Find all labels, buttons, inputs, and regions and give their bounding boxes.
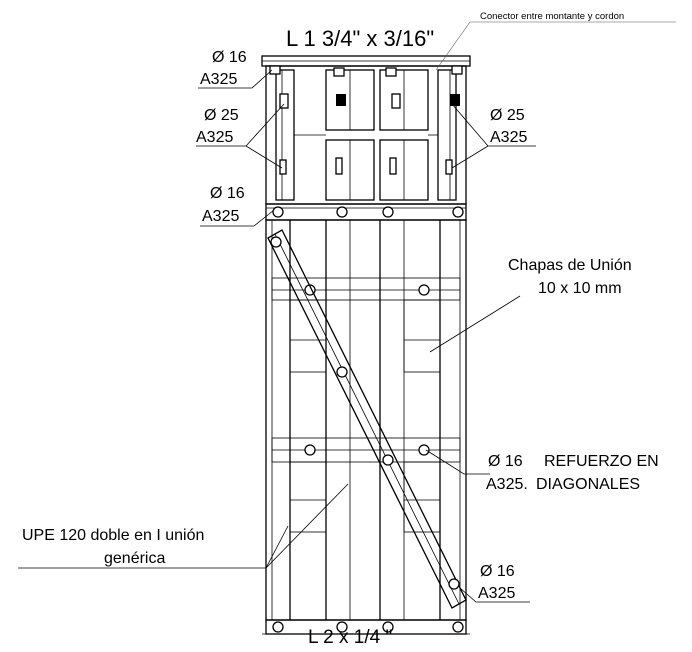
- bolt-left-mid-grade: A325: [196, 129, 233, 146]
- reinforce-grade: A325.: [486, 476, 528, 493]
- reinforce-text2: DIAGONALES: [536, 476, 640, 493]
- upper-cross-beam: [265, 203, 467, 221]
- top-connector-assembly: [261, 55, 471, 205]
- connector-note-label: Conector entre montante y cordon: [480, 11, 624, 22]
- labels: L 1 3/4" x 3/16" Conector entre montante…: [22, 11, 659, 648]
- bolt-left-low-dia: Ø 16: [210, 185, 245, 202]
- bolt-left-mid-dia: Ø 25: [204, 107, 239, 124]
- upe-label-line1: UPE 120 doble en I unión: [22, 527, 204, 544]
- top-connector-bolts: [269, 65, 463, 175]
- plates-label-line2: 10 x 10 mm: [538, 280, 622, 297]
- reinforce-dia: Ø 16: [488, 453, 523, 470]
- bolt-bottom-grade: A325: [478, 585, 515, 602]
- bolt-bottom-dia: Ø 16: [480, 563, 515, 580]
- upe-label-line2: genérica: [104, 550, 165, 567]
- bolt-top-left-dia: Ø 16: [212, 49, 247, 66]
- top-connector-channels: [275, 69, 457, 201]
- bottom-cross-beam: [262, 619, 470, 635]
- bolt-left-low-grade: A325: [202, 208, 239, 225]
- leader-lines: [18, 21, 676, 603]
- bottom-angle-label: L 2 x 1/4 ": [308, 627, 392, 648]
- reinforce-text: REFUERZO EN: [544, 453, 659, 470]
- main-body: [265, 219, 467, 621]
- diagonal-brace: [267, 229, 467, 609]
- top-angle-label: L 1 3/4" x 3/16": [286, 26, 434, 51]
- bolt-top-left-grade: A325: [200, 71, 237, 88]
- bolt-right-mid-dia: Ø 25: [490, 107, 525, 124]
- bolt-right-mid-grade: A325: [490, 129, 527, 146]
- plates-label-line1: Chapas de Unión: [508, 257, 632, 274]
